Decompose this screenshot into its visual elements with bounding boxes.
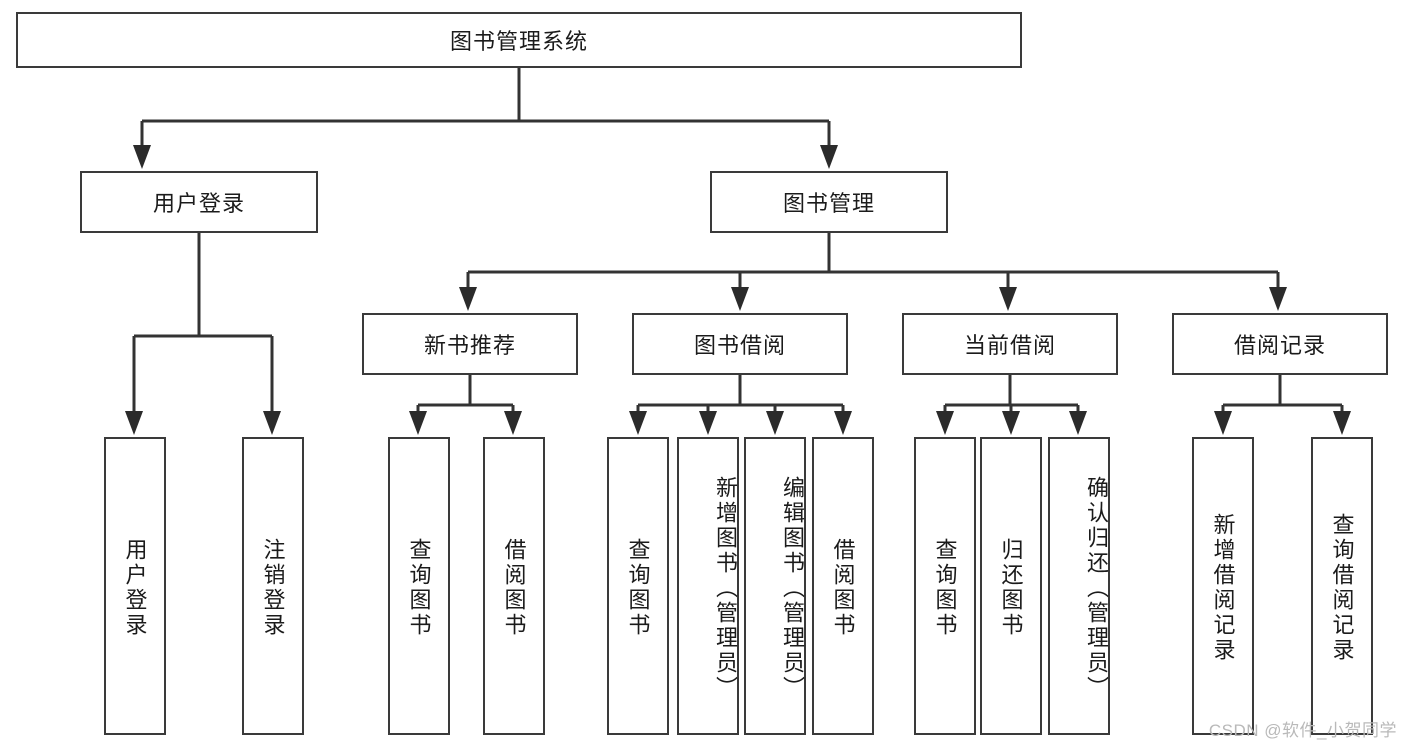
leaf-node-10[interactable]: 确认归还（管理员）: [1048, 437, 1110, 735]
leaf-node-0[interactable]: 用户登录: [104, 437, 166, 735]
arrowhead-icon: [699, 411, 717, 435]
leaf-node-label: 新增图书（管理员）: [713, 475, 738, 701]
level3-node-2[interactable]: 当前借阅: [902, 313, 1118, 375]
leaf-node-8[interactable]: 查询图书: [914, 437, 976, 735]
leaf-node-2[interactable]: 查询图书: [388, 437, 450, 735]
arrowhead-icon: [629, 411, 647, 435]
root-node-label: 图书管理系统: [449, 29, 588, 54]
leaf-node-label: 查询图书: [625, 538, 651, 638]
arrowhead-icon: [263, 411, 281, 435]
level3-node-label: 新书推荐: [423, 333, 516, 358]
leaf-node-label: 用户登录: [122, 538, 148, 638]
level2-node-label: 用户登录: [152, 191, 245, 216]
leaf-node-label: 借阅图书: [501, 538, 527, 638]
leaf-node-label: 确认归还（管理员）: [1084, 475, 1109, 701]
leaf-node-label: 查询图书: [932, 538, 958, 638]
connector-arrowheads: [125, 145, 1351, 435]
arrowhead-icon: [125, 411, 143, 435]
arrowhead-icon: [1214, 411, 1232, 435]
arrowhead-icon: [504, 411, 522, 435]
arrowhead-icon: [936, 411, 954, 435]
leaf-node-label: 查询借阅记录: [1329, 513, 1355, 663]
level3-node-0[interactable]: 新书推荐: [362, 313, 578, 375]
arrowhead-icon: [1069, 411, 1087, 435]
leaf-node-label: 编辑图书（管理员）: [780, 475, 805, 701]
leaf-node-9[interactable]: 归还图书: [980, 437, 1042, 735]
leaf-node-4[interactable]: 查询图书: [607, 437, 669, 735]
arrowhead-icon: [731, 287, 749, 311]
leaf-node-11[interactable]: 新增借阅记录: [1192, 437, 1254, 735]
arrowhead-icon: [1269, 287, 1287, 311]
arrowhead-icon: [133, 145, 151, 169]
arrowhead-icon: [1002, 411, 1020, 435]
leaf-node-label: 新增借阅记录: [1210, 513, 1236, 663]
level2-node-0[interactable]: 用户登录: [80, 171, 318, 233]
arrowhead-icon: [1333, 411, 1351, 435]
leaf-node-5[interactable]: 新增图书（管理员）: [677, 437, 739, 735]
arrowhead-icon: [820, 145, 838, 169]
arrowhead-icon: [409, 411, 427, 435]
level3-node-3[interactable]: 借阅记录: [1172, 313, 1388, 375]
arrowhead-icon: [999, 287, 1017, 311]
root-node-0[interactable]: 图书管理系统: [16, 12, 1022, 68]
level2-node-1[interactable]: 图书管理: [710, 171, 948, 233]
leaf-node-label: 查询图书: [406, 538, 432, 638]
leaf-node-1[interactable]: 注销登录: [242, 437, 304, 735]
leaf-node-label: 借阅图书: [830, 538, 856, 638]
watermark-text: CSDN @软件_小贺同学: [1208, 721, 1397, 740]
level3-node-label: 当前借阅: [963, 333, 1056, 358]
level3-node-label: 图书借阅: [693, 333, 786, 358]
arrowhead-icon: [766, 411, 784, 435]
leaf-node-label: 归还图书: [998, 538, 1024, 638]
level3-node-label: 借阅记录: [1233, 333, 1326, 358]
leaf-node-6[interactable]: 编辑图书（管理员）: [744, 437, 806, 735]
arrowhead-icon: [459, 287, 477, 311]
level2-node-label: 图书管理: [782, 191, 875, 216]
arrowhead-icon: [834, 411, 852, 435]
leaf-node-label: 注销登录: [260, 538, 286, 638]
leaf-node-7[interactable]: 借阅图书: [812, 437, 874, 735]
level3-node-1[interactable]: 图书借阅: [632, 313, 848, 375]
leaf-node-12[interactable]: 查询借阅记录: [1311, 437, 1373, 735]
leaf-node-3[interactable]: 借阅图书: [483, 437, 545, 735]
